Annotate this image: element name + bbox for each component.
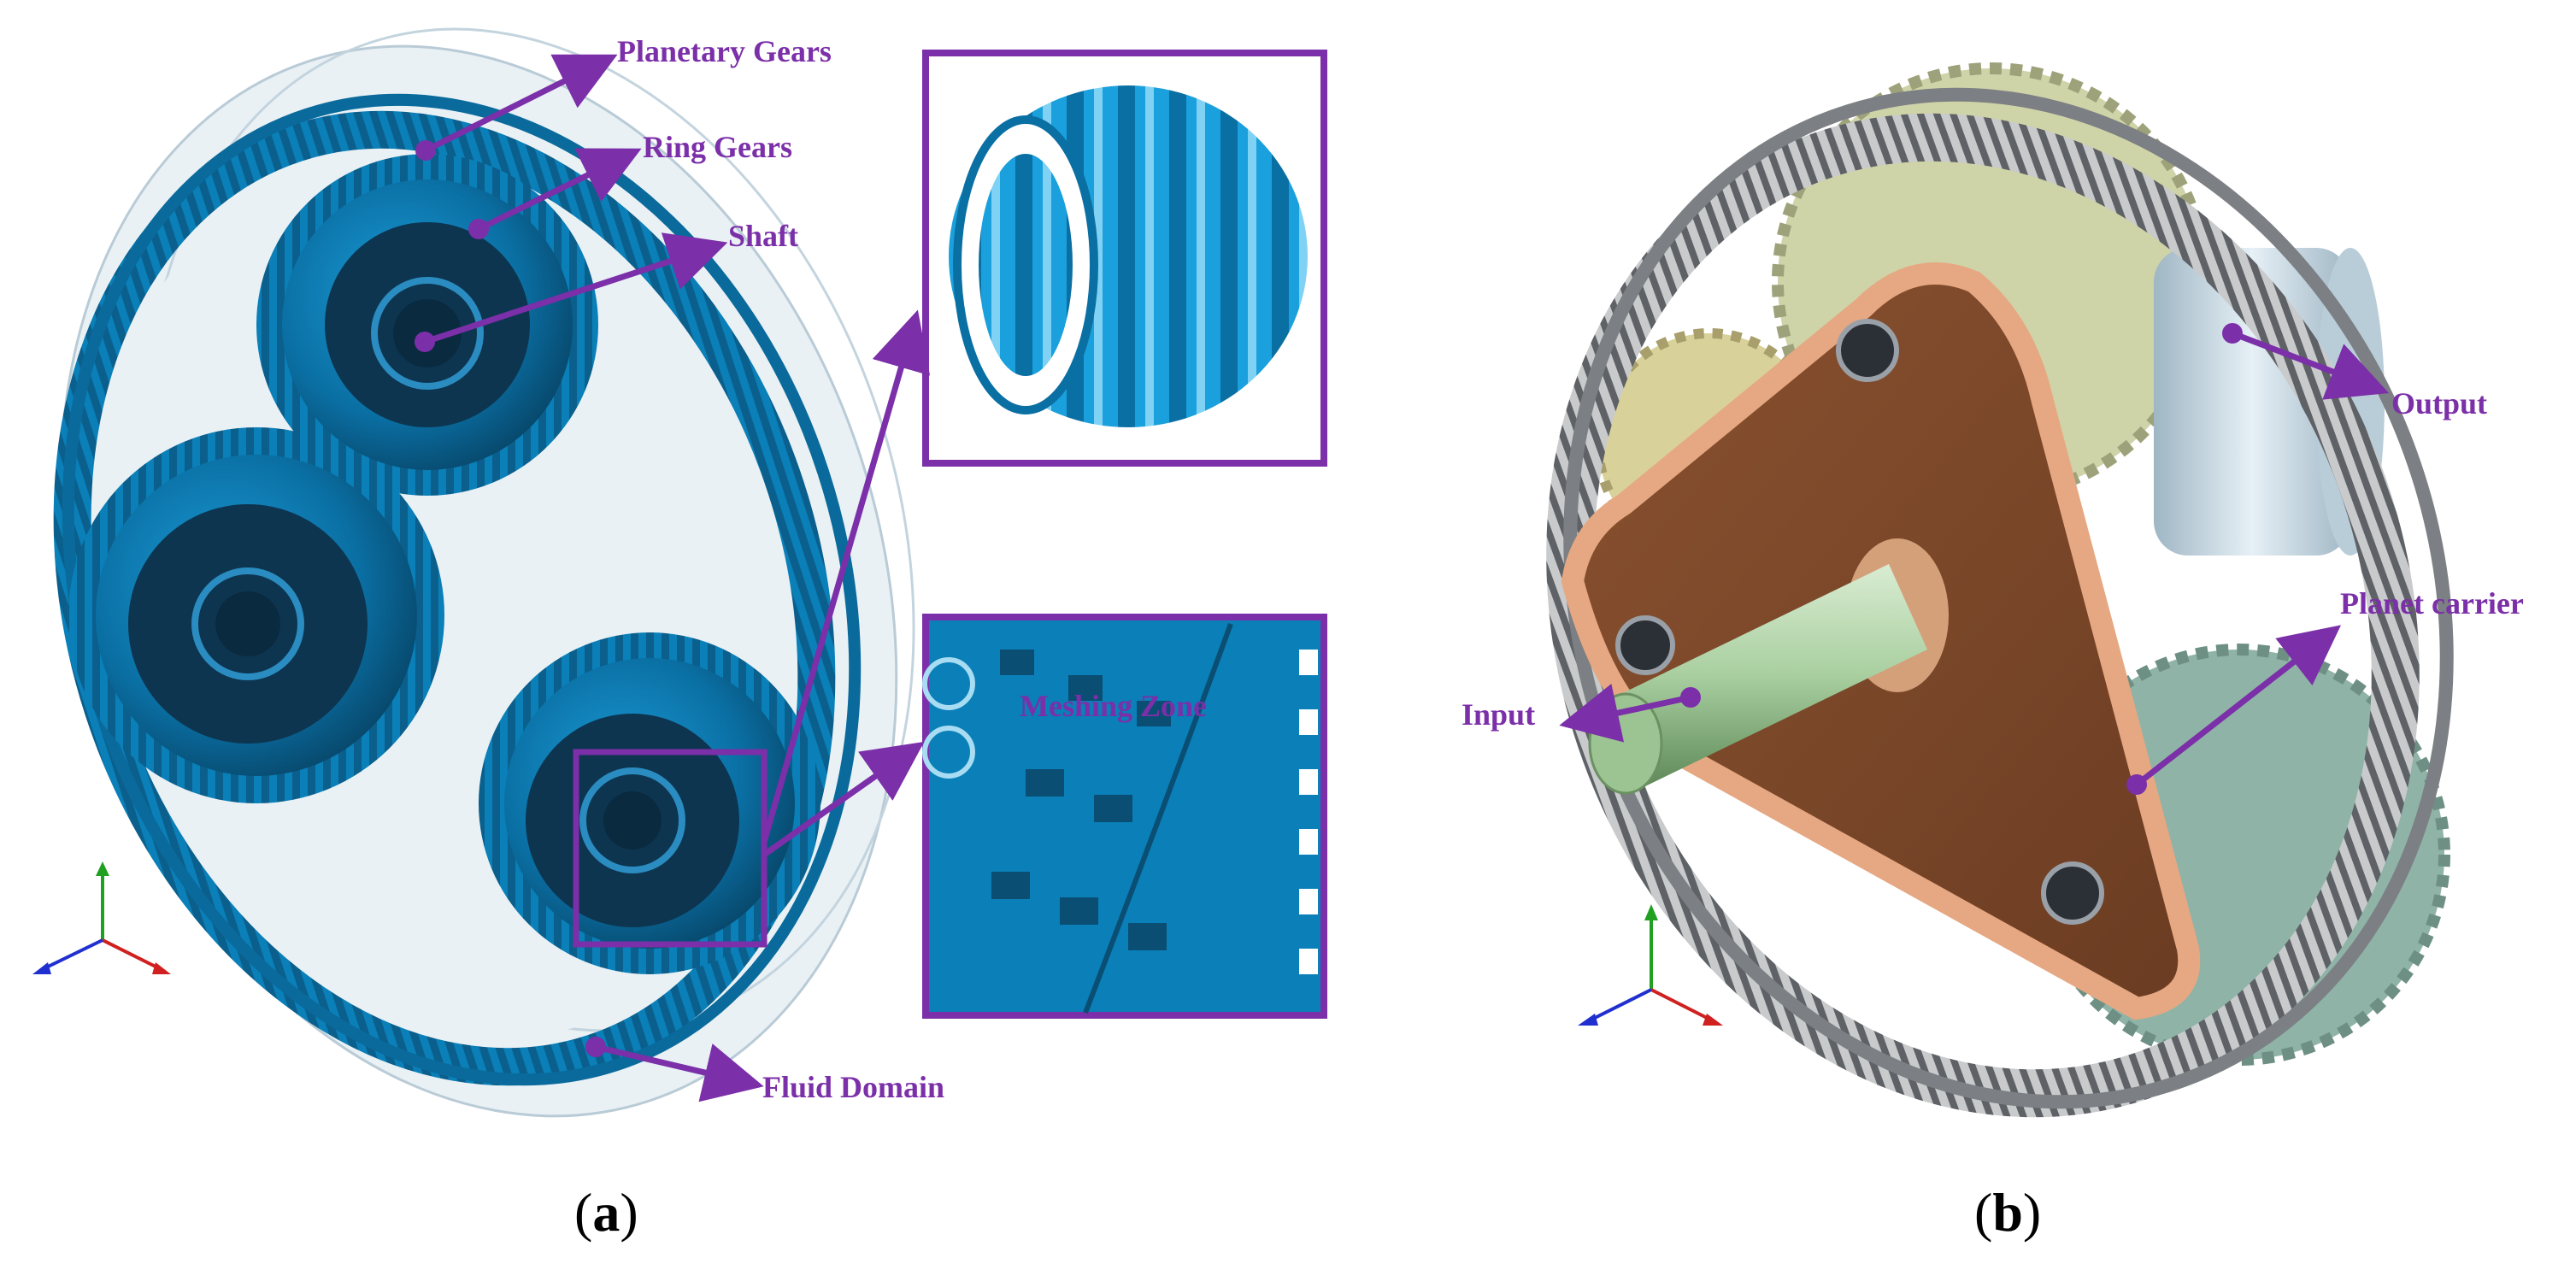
- ring-gears-arrow: [477, 148, 642, 232]
- output-arrow: [2231, 330, 2390, 400]
- connector-line-bearing: [761, 309, 931, 843]
- planetary-gears-arrow: [424, 54, 618, 154]
- inset-bearing-detail: [922, 50, 1327, 467]
- label-shaft: Shaft: [728, 219, 798, 253]
- label-meshing-zone: Meshing Zone: [1020, 689, 1207, 723]
- connector-line-meshing: [762, 741, 925, 857]
- input-arrow: [1559, 684, 1691, 743]
- label-output: Output: [2391, 386, 2487, 420]
- label-planetary-gears: Planetary Gears: [617, 34, 832, 68]
- caption-b: (b): [1974, 1182, 2041, 1243]
- meshing-zone-selection-box: [573, 749, 768, 948]
- label-ring-gears: Ring Gears: [643, 130, 792, 164]
- fluid-domain-arrow: [595, 1044, 764, 1102]
- label-fluid-domain: Fluid Domain: [762, 1070, 944, 1104]
- panel-a: Planetary Gears Ring Gears Shaft Meshing…: [32, 27, 1327, 1243]
- inset-meshing-zone: [922, 614, 1327, 1019]
- caption-a: (a): [574, 1182, 638, 1243]
- planet-carrier-arrow: [2134, 625, 2342, 787]
- carrier-pin-top: [1836, 319, 1899, 382]
- xyz-axes-icon: [1578, 904, 1723, 1026]
- label-planet-carrier: Planet carrier: [2340, 586, 2524, 620]
- planetary-gear-bottom: [479, 632, 820, 974]
- shaft-arrow: [423, 232, 728, 345]
- label-input: Input: [1461, 697, 1535, 732]
- carrier-pin-left: [1615, 615, 1675, 675]
- planetary-gear-top: [256, 154, 598, 496]
- carrier-pin-bottom: [2041, 861, 2104, 925]
- planetary-gear-left: [68, 427, 444, 803]
- panel-b: Output Planet carrier Input (b): [1461, 62, 2524, 1243]
- xyz-axes-icon: [32, 861, 171, 974]
